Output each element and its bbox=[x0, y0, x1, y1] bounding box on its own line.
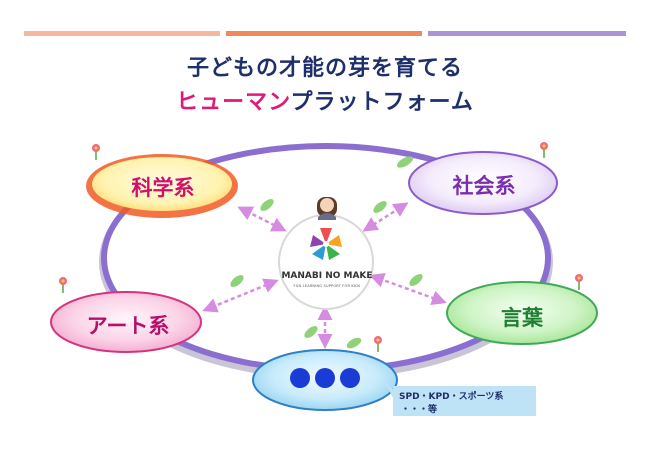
node-language bbox=[446, 281, 598, 345]
node-science-label: 科学系 bbox=[131, 176, 195, 200]
arrow-society bbox=[362, 202, 409, 232]
node-language-label: 言葉 bbox=[501, 306, 543, 330]
dot-2 bbox=[315, 368, 335, 388]
brand-tagline: FUN LEARNING SUPPORT FOR KIDS bbox=[293, 284, 361, 288]
node-other-dots bbox=[290, 368, 360, 388]
callout-text-line2: ・・・等 bbox=[401, 405, 438, 415]
callout-box bbox=[393, 386, 536, 416]
node-art bbox=[50, 291, 202, 353]
callout-text-line1: SPD・KPD・スポーツ系 bbox=[399, 392, 504, 402]
pinwheel-logo-icon bbox=[310, 228, 342, 260]
title-highlight: ヒューマン bbox=[176, 90, 291, 115]
arrow-science bbox=[237, 206, 287, 232]
flower-decorations bbox=[59, 142, 583, 352]
header-bar-purple bbox=[428, 31, 626, 36]
node-art-label: アート系 bbox=[86, 314, 170, 338]
header-bar-peach bbox=[24, 31, 220, 36]
page-title-line1: 子どもの才能の芽を育てる bbox=[186, 56, 463, 81]
dot-3 bbox=[340, 368, 360, 388]
node-society bbox=[408, 151, 558, 215]
teacher-avatar-icon bbox=[317, 197, 337, 220]
dot-1 bbox=[290, 368, 310, 388]
page-title-line2: ヒューマンプラットフォーム bbox=[0, 84, 650, 116]
node-society-label: 社会系 bbox=[452, 174, 516, 198]
arrow-language bbox=[369, 273, 447, 305]
leaf-decorations bbox=[230, 156, 423, 349]
arrow-art bbox=[202, 278, 279, 313]
header-bar-orange bbox=[226, 31, 422, 36]
title-rest: プラットフォーム bbox=[290, 90, 474, 115]
callout-pointer bbox=[385, 382, 395, 402]
brand-name: MANABI NO MAKE bbox=[281, 271, 373, 281]
node-science bbox=[92, 157, 232, 211]
